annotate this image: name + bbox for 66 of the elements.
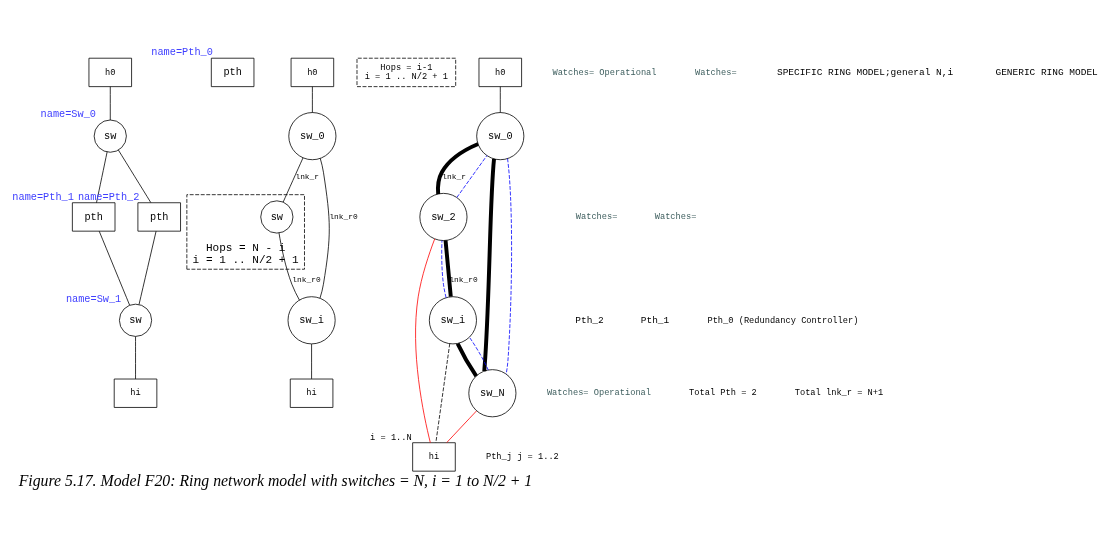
edge-label: lnk_r (442, 171, 466, 181)
connector (482, 158, 496, 371)
node-circle: sw (93, 119, 127, 153)
node-circle: sw_i (287, 295, 336, 344)
node-box: hi (113, 378, 158, 408)
node-circle: sw_N (468, 368, 517, 417)
connector (456, 154, 488, 198)
connector (117, 149, 152, 203)
node-circle: sw_2 (419, 192, 468, 241)
connector (505, 157, 512, 375)
node-box: pth (137, 201, 181, 232)
connector (98, 230, 131, 306)
edge-label: lnk_r0 (329, 211, 358, 221)
label: Watches= Operational (546, 387, 652, 398)
connector (443, 239, 453, 297)
node-label: name=Pth_2 (77, 190, 140, 203)
label: Pth_1 (640, 314, 670, 326)
node-circle: sw_i (428, 295, 477, 344)
node-circle: sw_0 (476, 111, 525, 160)
node-box: h0 (290, 57, 335, 87)
connector (435, 342, 451, 443)
label: Watches= (654, 211, 697, 222)
connector (278, 232, 300, 301)
connector (436, 141, 479, 194)
connector (455, 342, 478, 377)
label: Watches= Operational (552, 67, 657, 78)
connector (282, 156, 304, 203)
connector (469, 336, 489, 370)
node-circle: sw (119, 303, 153, 337)
connector (96, 150, 108, 203)
node-box: h0 (478, 57, 522, 87)
label: Pth_j j = 1..2 (485, 451, 559, 462)
connector (415, 237, 436, 443)
label: GENERIC RING MODEL (995, 66, 1098, 78)
edge-label: lnk_r (295, 171, 320, 181)
node-label: name=Sw_0 (40, 107, 96, 120)
connector (499, 85, 501, 113)
node-label: name=Sw_1 (65, 292, 122, 305)
connector (441, 239, 447, 298)
label: Watches= (695, 67, 737, 78)
label: Total lnk_r = N+1 (794, 387, 884, 398)
label: Total Pth = 2 (689, 387, 757, 398)
connector (135, 335, 136, 379)
node-label: i = 1..N (370, 432, 412, 443)
connector (138, 230, 157, 305)
connector (109, 85, 111, 121)
node-circle: sw_0 (288, 111, 337, 160)
node-label: name=Pth_1 (12, 190, 74, 203)
connector (312, 85, 313, 113)
node-box: hi (289, 378, 334, 408)
label: SPECIFIC RING MODEL;general N,i (776, 66, 954, 78)
node-box: h0 (88, 57, 132, 87)
connector (319, 157, 330, 299)
node-box: pth (210, 57, 255, 87)
node-box: Hops = i-1 i = 1 .. N/2 + 1 (356, 57, 457, 87)
label: Pth_2 (575, 314, 604, 326)
connector (446, 410, 477, 443)
node-box: hi (412, 441, 456, 472)
node-label: name=Pth_0 (151, 45, 213, 58)
node-circle: sw (260, 199, 294, 233)
edge-label: lnk_r0 (292, 274, 321, 284)
label: Watches= (575, 211, 618, 222)
label: Pth_0 (Redundancy Controller) (707, 315, 859, 326)
connector (311, 343, 312, 379)
caption: Figure 5.17. Model F20: Ring network model with switches = N, i = 1 to N/2 + 1 (18, 471, 533, 489)
node-box: pth (71, 201, 116, 232)
